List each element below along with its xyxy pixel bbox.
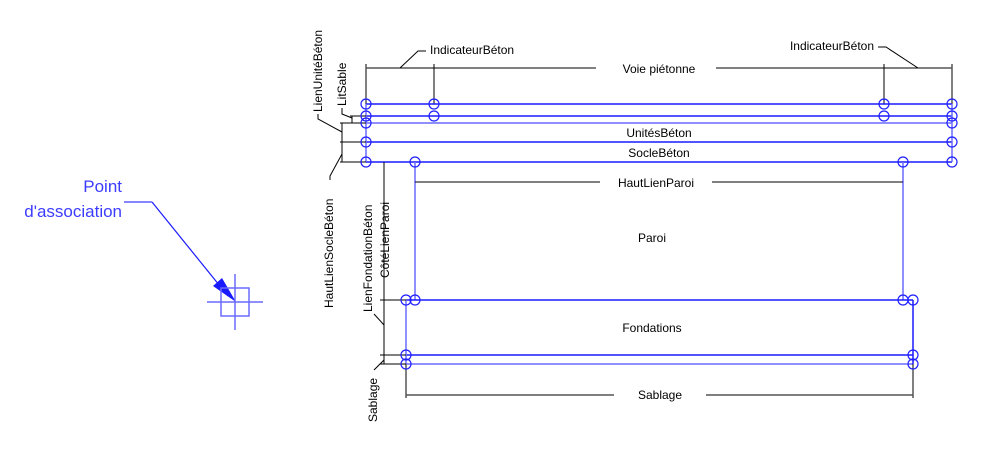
- association-point-label-line2: d'association: [24, 202, 122, 221]
- label-lien-fondation-beton: LienFondationBéton: [361, 205, 375, 312]
- grip-icon[interactable]: [428, 110, 440, 122]
- grip-icon[interactable]: [946, 110, 958, 122]
- label-socle-beton: SocleBéton: [628, 146, 689, 160]
- label-indicateur-beton-right: IndicateurBéton: [790, 39, 874, 53]
- grip-icon[interactable]: [946, 117, 958, 129]
- grip-icon[interactable]: [897, 156, 909, 168]
- label-sablage-left: Sablage: [366, 378, 380, 422]
- dimension-left-bottom: [373, 300, 406, 371]
- arrowhead-icon: [213, 278, 236, 302]
- dimension-voie-pietonne: Voie piétonne: [365, 60, 953, 104]
- callout-indicateur-left: IndicateurBéton: [399, 43, 514, 69]
- dimension-left-top: [317, 108, 366, 180]
- pavement-layers: UnitésBéton SocleBéton: [365, 103, 953, 163]
- leader-line: [151, 201, 229, 297]
- dimension-haut-lien-paroi: HautLienParoi: [415, 174, 903, 190]
- label-sablage-bottom: Sablage: [638, 388, 682, 402]
- label-lit-sable: LitSable: [335, 62, 349, 106]
- grip-icon[interactable]: [907, 349, 919, 361]
- grip-icon[interactable]: [878, 98, 890, 110]
- crosshair-square-icon: [207, 274, 263, 330]
- grip-icon[interactable]: [907, 358, 919, 370]
- label-cote-lien-paroi: CôtéLienParoi: [378, 202, 392, 278]
- grip-icon[interactable]: [360, 117, 372, 129]
- grip-icon[interactable]: [400, 358, 412, 370]
- grip-icon[interactable]: [360, 136, 372, 148]
- label-unites-beton: UnitésBéton: [626, 126, 691, 140]
- grip-icon[interactable]: [360, 110, 372, 122]
- grip-icon[interactable]: [878, 110, 890, 122]
- grip-icon[interactable]: [400, 294, 412, 306]
- label-indicateur-beton-left: IndicateurBéton: [430, 43, 514, 57]
- label-haut-lien-paroi: HautLienParoi: [618, 176, 694, 190]
- grip-icon[interactable]: [946, 136, 958, 148]
- label-fondations: Fondations: [622, 321, 681, 335]
- grip-icon[interactable]: [400, 349, 412, 361]
- foundation-layers: Fondations: [405, 299, 914, 365]
- grip-icon[interactable]: [360, 98, 372, 110]
- grip-icon[interactable]: [409, 294, 421, 306]
- dimension-sablage-bottom: Sablage: [405, 364, 914, 403]
- label-lien-unite-beton: LienUnitéBéton: [311, 30, 325, 112]
- label-paroi: Paroi: [638, 231, 666, 245]
- label-haut-lien-socle-beton: HautLienSocleBéton: [322, 199, 336, 308]
- grip-icon[interactable]: [428, 98, 440, 110]
- grip-icon[interactable]: [946, 98, 958, 110]
- grip-icon[interactable]: [946, 156, 958, 168]
- grip-icon[interactable]: [907, 294, 919, 306]
- grip-icon[interactable]: [360, 156, 372, 168]
- grip-points: [360, 98, 958, 370]
- label-voie-pietonne: Voie piétonne: [623, 62, 696, 76]
- association-point: Point d'association: [24, 177, 263, 330]
- callout-indicateur-right: IndicateurBéton: [790, 39, 919, 69]
- grip-icon[interactable]: [409, 156, 421, 168]
- wall-paroi: Paroi: [414, 162, 904, 300]
- association-point-label-line1: Point: [83, 177, 122, 196]
